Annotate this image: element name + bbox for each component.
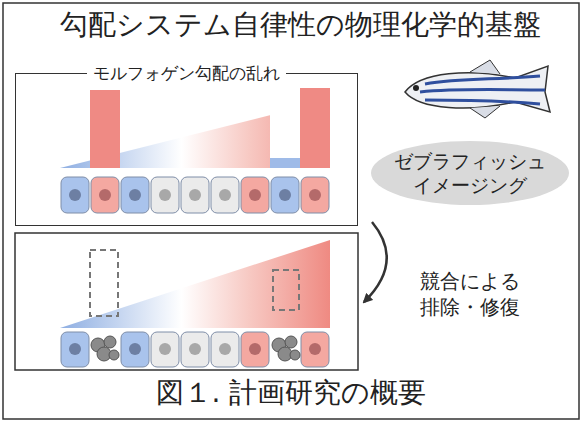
fish-stripe — [425, 76, 540, 84]
cell — [61, 332, 89, 367]
cell — [301, 177, 329, 213]
cell — [151, 332, 179, 367]
nucleus — [69, 343, 81, 355]
fish-body — [405, 66, 550, 112]
disturbed-gradient — [60, 88, 330, 168]
nucleus — [129, 189, 141, 201]
nucleus — [249, 343, 261, 355]
cell — [211, 177, 239, 213]
cell — [181, 177, 209, 213]
dying-cell — [91, 336, 119, 361]
method-label: ゼブラフィッシュ イメージング — [385, 149, 555, 197]
cell — [211, 332, 239, 367]
red-bar — [90, 90, 120, 168]
cell-row — [61, 332, 329, 367]
curved-arrow — [364, 222, 387, 302]
nucleus — [99, 189, 111, 201]
debris — [290, 350, 300, 360]
cell — [121, 332, 149, 367]
debris — [285, 336, 297, 348]
cell-row — [61, 177, 329, 213]
figure-caption: 図１. 計画研究の概要 — [0, 376, 582, 410]
nucleus — [219, 343, 231, 355]
nucleus — [219, 189, 231, 201]
cell — [241, 177, 269, 213]
ellipse-fill — [371, 141, 569, 205]
nucleus — [159, 343, 171, 355]
nucleus — [189, 189, 201, 201]
low-blue-bar — [270, 158, 300, 168]
fish-stripe — [425, 100, 540, 104]
nucleus — [159, 189, 171, 201]
cell — [151, 177, 179, 213]
nuclei — [69, 189, 321, 201]
zebrafish — [405, 60, 550, 118]
nucleus — [309, 343, 321, 355]
outer-frame — [3, 3, 579, 419]
nucleus — [279, 189, 291, 201]
cell — [181, 332, 209, 367]
dying-cell — [272, 336, 300, 361]
repaired-panel — [15, 233, 358, 370]
ellipse-shape — [370, 140, 570, 206]
figure-title: 勾配システム自律性の物理化学的基盤 — [20, 8, 580, 42]
fish-eye — [413, 85, 419, 91]
red-bar — [300, 88, 330, 168]
removed-bar-outline — [273, 270, 299, 310]
method-ellipse: ゼブラフィッシュ イメージング — [370, 140, 570, 206]
cell — [271, 177, 299, 213]
fish-stripe — [420, 90, 545, 93]
panel-heading: モルフォゲン勾配の乱れ — [87, 63, 286, 83]
nucleus — [129, 343, 141, 355]
cell — [241, 332, 269, 367]
arrow-label: 競合による 排除・修復 — [405, 268, 535, 320]
fish-fin — [470, 60, 500, 74]
fish-fin — [470, 106, 500, 118]
debris — [104, 336, 116, 348]
cell — [61, 177, 89, 213]
nucleus — [189, 343, 201, 355]
gradient-gap — [270, 100, 300, 168]
removed-bar-outline — [90, 250, 118, 316]
gradient-triangle — [60, 240, 330, 328]
debris — [109, 350, 119, 360]
cell — [121, 177, 149, 213]
nucleus — [309, 189, 321, 201]
disturbance-panel: モルフォゲン勾配の乱れ — [15, 73, 358, 226]
cell — [91, 177, 119, 213]
nucleus — [249, 189, 261, 201]
cell — [301, 332, 329, 367]
nucleus — [69, 189, 81, 201]
